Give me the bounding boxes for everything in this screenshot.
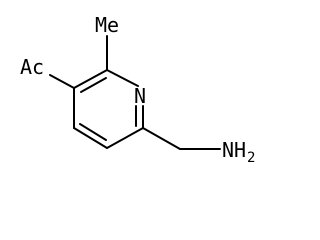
acetyl-label: Ac: [20, 55, 44, 79]
ring-nitrogen-label: N: [134, 84, 146, 108]
bond-c2-n1: [106, 69, 139, 87]
bond-c6-c5: [106, 127, 144, 149]
bond-c5-c4-inner: [79, 123, 107, 141]
methyl-label: Me: [95, 13, 119, 37]
pyridine-ring: [73, 69, 144, 149]
amine-label: NH: [222, 138, 246, 162]
bond-c5-c4: [73, 127, 108, 149]
bond-c6-ch2: [142, 127, 181, 150]
bond-c3-c2-inner: [80, 77, 107, 93]
bond-c3-acetyl: [49, 74, 75, 89]
amine-subscript: 2: [247, 150, 255, 166]
chemical-structure: Ac Me N NH 2: [20, 13, 255, 166]
bond-c3-c2: [73, 69, 108, 89]
